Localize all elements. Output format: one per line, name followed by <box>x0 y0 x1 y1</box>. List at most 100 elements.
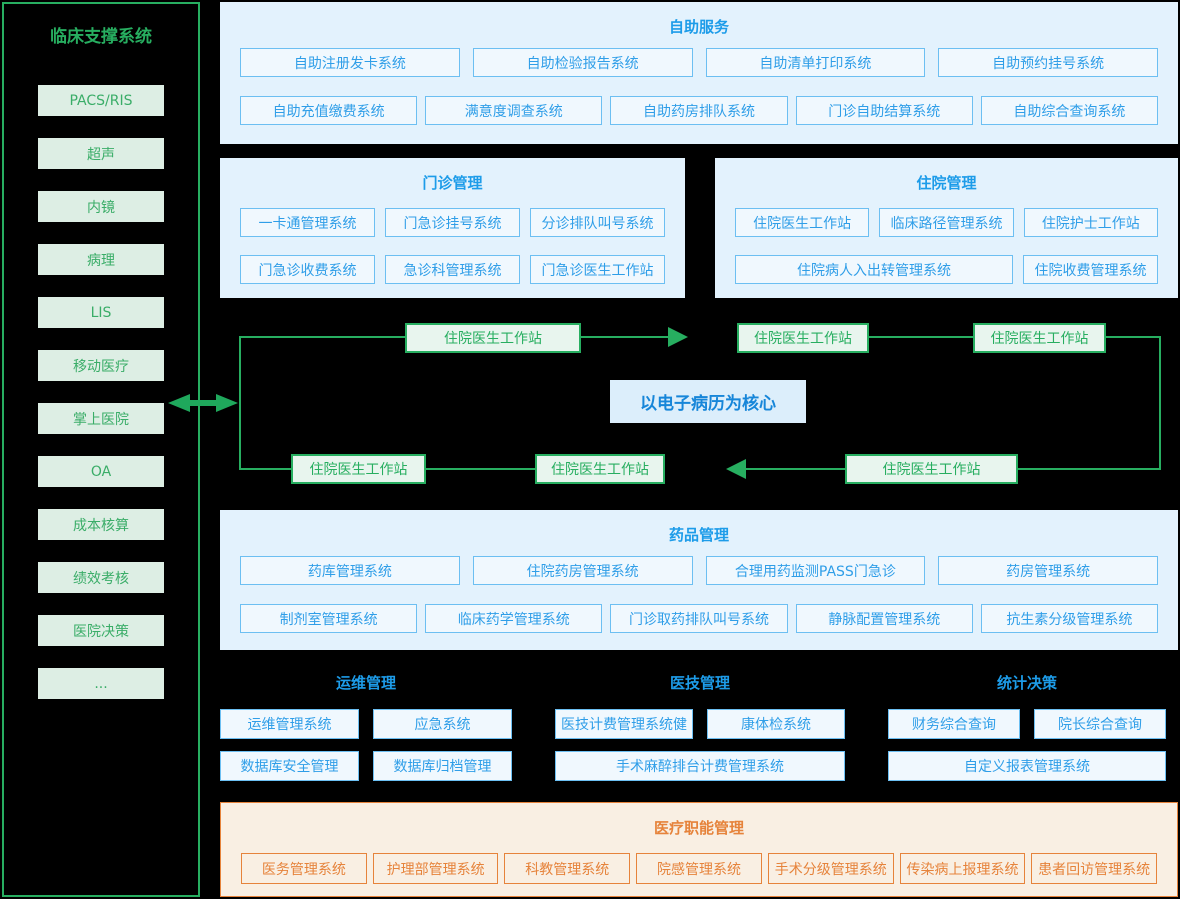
outpatient-title: 门诊管理 <box>422 174 483 192</box>
sidebar-item-pathology: 病理 <box>38 244 164 275</box>
system-box: 自定义报表管理系统 <box>888 751 1166 781</box>
sidebar-item-performance: 绩效考核 <box>38 562 164 593</box>
system-box: 住院护士工作站 <box>1023 208 1158 237</box>
system-box: 自助清单打印系统 <box>705 48 926 77</box>
system-box: 应急系统 <box>373 709 512 739</box>
medtech-management-column: 医技管理 医技计费管理系统健 康体检系统 手术麻醉排台计费管理系统 <box>555 672 845 781</box>
system-box: 自助药房排队系统 <box>610 96 788 125</box>
system-box: 自助综合查询系统 <box>980 96 1159 125</box>
ops-management-column: 运维管理 运维管理系统 应急系统 数据库安全管理 数据库归档管理 <box>220 672 512 781</box>
flow-line-top-right <box>1105 336 1161 338</box>
sidebar-item-endoscopy: 内镜 <box>38 191 164 222</box>
sidebar-item-mobile-medical: 移动医疗 <box>38 350 164 381</box>
clinical-support-title: 临床支撑系统 <box>50 27 152 47</box>
ops-row-1: 运维管理系统 应急系统 <box>220 709 512 739</box>
medtech-row-2: 手术麻醉排台计费管理系统 <box>555 751 845 781</box>
flow-line-top-left <box>239 336 405 338</box>
system-box: 住院药房管理系统 <box>472 556 693 585</box>
system-box: 制剂室管理系统 <box>240 604 418 633</box>
system-box: 自助预约挂号系统 <box>938 48 1158 77</box>
system-box: 医务管理系统 <box>241 853 367 884</box>
system-box: 抗生素分级管理系统 <box>980 604 1159 633</box>
system-box: 合理用药监测PASS门急诊 <box>705 556 926 585</box>
pharmacy-title: 药品管理 <box>668 526 729 544</box>
arrow-left-icon <box>726 459 746 479</box>
self-service-panel: 自助服务 自助注册发卡系统 自助检验报告系统 自助清单打印系统 自助预约挂号系统… <box>220 2 1178 144</box>
medical-admin-row: 医务管理系统 护理部管理系统 科教管理系统 院感管理系统 手术分级管理系统 传染… <box>221 853 1177 884</box>
station-node: 住院医生工作站 <box>291 454 426 484</box>
double-arrow-icon <box>168 394 238 412</box>
pharmacy-row-2: 制剂室管理系统 临床药学管理系统 门诊取药排队叫号系统 静脉配置管理系统 抗生素… <box>220 604 1178 633</box>
sidebar-item-ultrasound: 超声 <box>38 138 164 169</box>
sidebar-item-cost-accounting: 成本核算 <box>38 509 164 540</box>
sidebar-item-oa: OA <box>38 456 164 487</box>
system-box: 院长综合查询 <box>1034 709 1166 739</box>
stats-row-2: 自定义报表管理系统 <box>888 751 1166 781</box>
system-box: 门急诊收费系统 <box>240 255 375 284</box>
system-box: 门诊自助结算系统 <box>795 96 973 125</box>
system-box: 住院医生工作站 <box>735 208 870 237</box>
stats-title: 统计决策 <box>996 674 1057 692</box>
sidebar-item-hospital-decision: 医院决策 <box>38 615 164 646</box>
system-box: 门急诊医生工作站 <box>530 255 665 284</box>
flow-line-top-arrow <box>580 336 670 338</box>
system-box: 分诊排队叫号系统 <box>530 208 665 237</box>
station-node: 住院医生工作站 <box>845 454 1018 484</box>
system-box: 运维管理系统 <box>220 709 359 739</box>
system-box: 临床路径管理系统 <box>879 208 1014 237</box>
station-node: 住院医生工作站 <box>405 323 581 353</box>
system-box: 门诊取药排队叫号系统 <box>610 604 788 633</box>
system-box: 数据库安全管理 <box>220 751 359 781</box>
flow-line-bottom-left <box>239 468 291 470</box>
sidebar-item-palm-hospital: 掌上医院 <box>38 403 164 434</box>
system-box: 护理部管理系统 <box>372 853 499 884</box>
inpatient-title: 住院管理 <box>916 174 977 192</box>
medtech-title: 医技管理 <box>669 674 730 692</box>
system-box: 手术麻醉排台计费管理系统 <box>555 751 845 781</box>
inpatient-row-2: 住院病人入出转管理系统 住院收费管理系统 <box>715 255 1178 284</box>
medtech-row-1: 医技计费管理系统健 康体检系统 <box>555 709 845 739</box>
stats-row-1: 财务综合查询 院长综合查询 <box>888 709 1166 739</box>
station-node: 住院医生工作站 <box>973 323 1106 353</box>
clinical-support-panel: 临床支撑系统 PACS/RIS 超声 内镜 病理 LIS 移动医疗 掌上医院 O… <box>2 2 200 897</box>
self-service-row-2: 自助充值缴费系统 满意度调查系统 自助药房排队系统 门诊自助结算系统 自助综合查… <box>220 96 1178 125</box>
outpatient-row-1: 一卡通管理系统 门急诊挂号系统 分诊排队叫号系统 <box>220 208 685 237</box>
system-box: 科教管理系统 <box>504 853 631 884</box>
system-box: 满意度调查系统 <box>425 96 603 125</box>
outpatient-panel: 门诊管理 一卡通管理系统 门急诊挂号系统 分诊排队叫号系统 门急诊收费系统 急诊… <box>220 158 685 298</box>
system-box: 急诊科管理系统 <box>385 255 520 284</box>
stats-decision-column: 统计决策 财务综合查询 院长综合查询 自定义报表管理系统 <box>888 672 1166 781</box>
system-box: 药库管理系统 <box>240 556 460 585</box>
ops-row-2: 数据库安全管理 数据库归档管理 <box>220 751 512 781</box>
emr-core-node: 以电子病历为核心 <box>610 380 806 423</box>
system-box: 一卡通管理系统 <box>240 208 375 237</box>
system-box: 住院病人入出转管理系统 <box>735 255 1013 284</box>
system-box: 数据库归档管理 <box>373 751 512 781</box>
flow-line-bottom-mid <box>426 468 535 470</box>
outpatient-row-2: 门急诊收费系统 急诊科管理系统 门急诊医生工作站 <box>220 255 685 284</box>
arrow-right-icon <box>668 327 688 347</box>
self-service-row-1: 自助注册发卡系统 自助检验报告系统 自助清单打印系统 自助预约挂号系统 <box>220 48 1178 77</box>
inpatient-row-1: 住院医生工作站 临床路径管理系统 住院护士工作站 <box>715 208 1178 237</box>
system-box: 静脉配置管理系统 <box>795 604 973 633</box>
flow-line-right-vertical <box>1159 336 1161 470</box>
system-box: 门急诊挂号系统 <box>385 208 520 237</box>
station-node: 住院医生工作站 <box>535 454 665 484</box>
flow-line-bottom-right <box>1018 468 1161 470</box>
pharmacy-row-1: 药库管理系统 住院药房管理系统 合理用药监测PASS门急诊 药房管理系统 <box>220 556 1178 585</box>
system-box: 康体检系统 <box>707 709 845 739</box>
flow-line-top-mid <box>868 336 975 338</box>
system-box: 传染病上报理系统 <box>899 853 1026 884</box>
medical-admin-title: 医疗职能管理 <box>653 819 744 837</box>
sidebar-item-more: ... <box>38 668 164 699</box>
system-box: 临床药学管理系统 <box>425 604 603 633</box>
system-box: 院感管理系统 <box>636 853 762 884</box>
self-service-title: 自助服务 <box>668 18 729 36</box>
system-box: 财务综合查询 <box>888 709 1020 739</box>
pharmacy-panel: 药品管理 药库管理系统 住院药房管理系统 合理用药监测PASS门急诊 药房管理系… <box>220 510 1178 650</box>
system-box: 药房管理系统 <box>938 556 1158 585</box>
system-box: 医技计费管理系统健 <box>555 709 693 739</box>
station-node: 住院医生工作站 <box>737 323 869 353</box>
flow-line-bottom-arrow <box>746 468 845 470</box>
ops-title: 运维管理 <box>335 674 396 692</box>
